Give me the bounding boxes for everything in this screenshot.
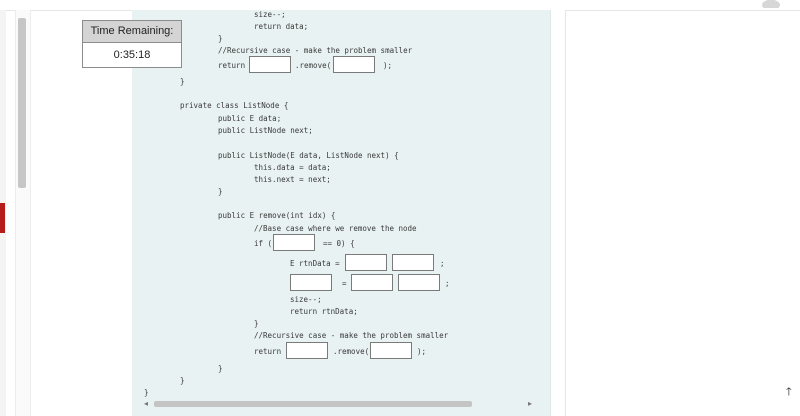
code-line: return [218,61,246,70]
timer-label: Time Remaining: [83,21,181,43]
code-line: ); [417,347,427,356]
code-line: = [342,279,347,288]
answer-blank-8[interactable] [398,274,440,291]
vertical-scroll-thumb[interactable] [18,18,26,188]
code-line: } [218,364,223,373]
code-line: .remove( [295,61,332,70]
answer-blank-4[interactable] [345,254,387,271]
code-line: size--; [290,295,322,304]
code-line: ; [445,279,450,288]
code-line: ); [383,61,393,70]
panel-edge [550,10,566,416]
code-line: //Recursive case - make the problem smal… [254,331,449,340]
code-line: if ( [254,239,273,248]
answer-blank-10[interactable] [370,342,412,359]
timer-value: 0:35:18 [113,49,151,61]
answer-blank-1[interactable] [249,56,291,73]
code-line: return rtnData; [290,307,358,316]
code-line: == 0) { [323,239,355,248]
code-line: ; [440,259,445,268]
answer-blank-3[interactable] [273,234,315,251]
code-line: this.data = data; [254,163,331,172]
horizontal-scroll-thumb[interactable] [154,401,472,407]
code-panel: size--; return data; } //Recursive case … [132,10,550,416]
code-line: } [144,388,149,397]
code-line: return [254,347,282,356]
code-line: } [218,187,223,196]
code-line: return data; [254,22,309,31]
code-line: } [180,77,185,86]
answer-blank-5[interactable] [392,254,434,271]
code-line: private class ListNode { [180,101,289,110]
code-line: .remove( [333,347,370,356]
code-line: } [180,376,185,385]
code-line: public ListNode(E data, ListNode next) { [218,151,399,160]
scroll-to-top-icon[interactable]: 🡑 [786,386,792,398]
code-line: public E remove(int idx) { [218,211,336,220]
code-line: public ListNode next; [218,126,313,135]
answer-blank-9[interactable] [286,342,328,359]
horizontal-scrollbar[interactable]: ◂ ▸ [142,398,538,410]
code-line: //Recursive case - make the problem smal… [218,46,413,55]
answer-blank-7[interactable] [351,274,393,291]
code-line: } [218,34,223,43]
code-line: } [254,319,259,328]
scroll-right-icon[interactable]: ▸ [528,399,533,408]
user-avatar-icon[interactable] [760,0,782,8]
code-line: E rtnData = [290,259,340,268]
code-line: //Base case where we remove the node [254,224,417,233]
timer-box: Time Remaining: 0:35:18 [82,20,182,68]
scroll-left-icon[interactable]: ◂ [144,399,149,408]
left-active-marker [0,203,5,233]
code-line: public E data; [218,114,282,123]
answer-blank-6[interactable] [290,274,332,291]
answer-blank-2[interactable] [333,56,375,73]
code-line: size--; [254,10,286,19]
code-line: this.next = next; [254,175,331,184]
